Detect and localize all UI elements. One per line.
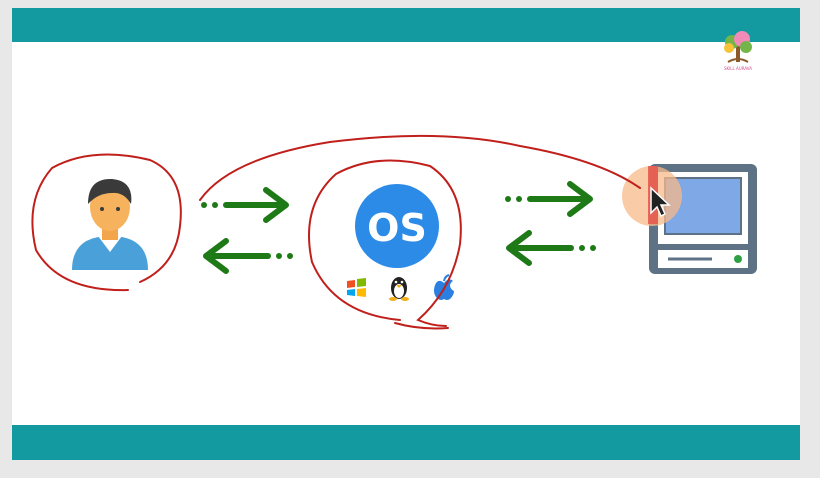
arrow-user-to-os <box>201 187 289 223</box>
logo-icon: SKILL AURAVA <box>718 28 758 80</box>
user-circle-annotation <box>31 153 182 292</box>
os-circle-annotation <box>308 159 462 327</box>
arrow-os-to-user <box>203 238 293 274</box>
logo-text: SKILL AURAVA <box>723 66 753 71</box>
windows-icon <box>347 278 366 297</box>
top-band <box>12 8 800 42</box>
user-icon <box>72 178 148 270</box>
annotation-tail <box>394 322 449 330</box>
linux-icon <box>389 277 409 301</box>
os-icon: OS <box>355 184 439 268</box>
cursor-icon <box>650 186 671 218</box>
annotation-strokes <box>31 134 641 330</box>
arrow-os-to-computer <box>505 181 593 217</box>
os-label: OS <box>367 206 427 250</box>
arrow-computer-to-os <box>506 230 596 266</box>
bottom-band <box>12 425 800 460</box>
user-to-computer-curve <box>199 134 641 201</box>
